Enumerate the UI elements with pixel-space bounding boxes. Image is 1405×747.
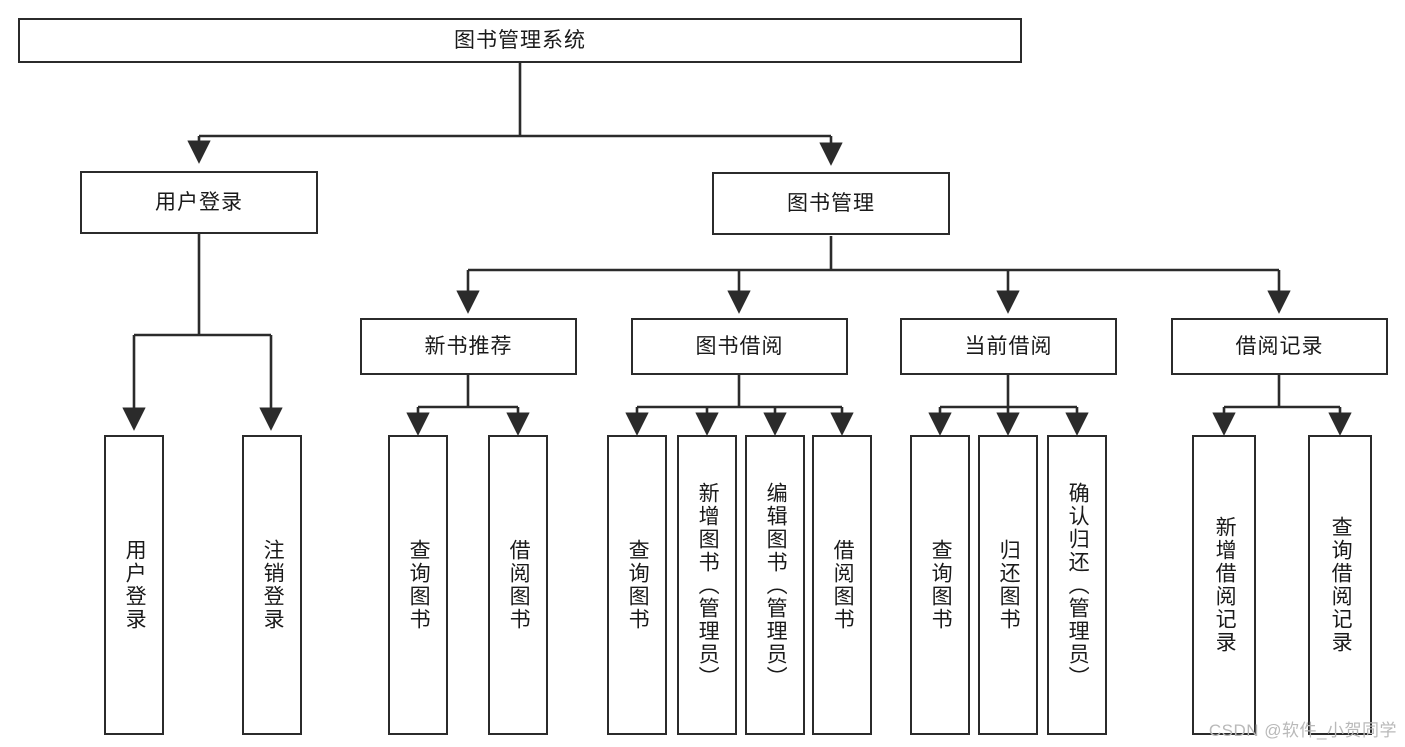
csdn-watermark: CSDN @软件_小贺同学 <box>1208 721 1397 740</box>
node-book-borrow[interactable]: 图书借阅 <box>631 318 848 375</box>
leaf-add-record[interactable]: 新增借阅记录 <box>1192 435 1256 735</box>
leaf-confirm-return-label: 确认归还（管理员） <box>1066 481 1090 689</box>
leaf-edit-book[interactable]: 编辑图书（管理员） <box>745 435 805 735</box>
leaf-borrow-book-2[interactable]: 借阅图书 <box>812 435 872 735</box>
leaf-add-book[interactable]: 新增图书（管理员） <box>677 435 737 735</box>
leaf-borrow-book-1[interactable]: 借阅图书 <box>488 435 548 735</box>
node-current-borrow[interactable]: 当前借阅 <box>900 318 1117 375</box>
node-user-login-label: 用户登录 <box>155 190 243 214</box>
node-new-book-recommend[interactable]: 新书推荐 <box>360 318 577 375</box>
node-book-management[interactable]: 图书管理 <box>712 172 950 235</box>
node-borrow-records[interactable]: 借阅记录 <box>1171 318 1388 375</box>
node-user-login[interactable]: 用户登录 <box>80 171 318 234</box>
leaf-query-book-1-label: 查询图书 <box>407 539 431 631</box>
leaf-return-book[interactable]: 归还图书 <box>978 435 1038 735</box>
leaf-user-login[interactable]: 用户登录 <box>104 435 164 735</box>
leaf-user-logout-label: 注销登录 <box>261 539 285 631</box>
leaf-query-book-3-label: 查询图书 <box>929 539 953 631</box>
leaf-query-record[interactable]: 查询借阅记录 <box>1308 435 1372 735</box>
leaf-edit-book-label: 编辑图书（管理员） <box>764 481 788 689</box>
leaf-query-book-3[interactable]: 查询图书 <box>910 435 970 735</box>
leaf-return-book-label: 归还图书 <box>997 539 1021 631</box>
node-book-borrow-label: 图书借阅 <box>695 334 784 358</box>
node-borrow-records-label: 借阅记录 <box>1235 334 1324 358</box>
leaf-user-logout[interactable]: 注销登录 <box>242 435 302 735</box>
leaf-add-book-label: 新增图书（管理员） <box>696 481 720 689</box>
leaf-borrow-book-1-label: 借阅图书 <box>507 539 531 631</box>
leaf-query-book-2-label: 查询图书 <box>626 539 650 631</box>
leaf-add-record-label: 新增借阅记录 <box>1213 516 1237 654</box>
node-root-label: 图书管理系统 <box>454 28 586 52</box>
node-book-management-label: 图书管理 <box>787 191 875 215</box>
leaf-user-login-label: 用户登录 <box>123 539 147 631</box>
leaf-borrow-book-2-label: 借阅图书 <box>831 539 855 631</box>
node-current-borrow-label: 当前借阅 <box>964 334 1053 358</box>
leaf-query-record-label: 查询借阅记录 <box>1329 516 1353 654</box>
leaf-query-book-1[interactable]: 查询图书 <box>388 435 448 735</box>
node-root[interactable]: 图书管理系统 <box>18 18 1022 63</box>
node-new-book-recommend-label: 新书推荐 <box>424 334 513 358</box>
leaf-confirm-return[interactable]: 确认归还（管理员） <box>1047 435 1107 735</box>
leaf-query-book-2[interactable]: 查询图书 <box>607 435 667 735</box>
